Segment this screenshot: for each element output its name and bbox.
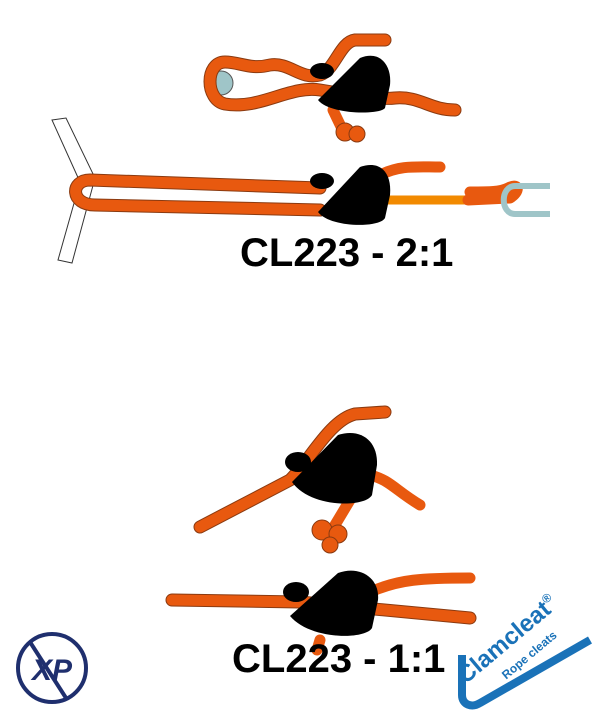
rope-tail <box>364 469 426 511</box>
cleat-diagram-bottom-1 <box>193 405 426 554</box>
xp-logo: XP <box>16 632 88 704</box>
stopper-knot <box>348 125 366 143</box>
diagram-label-2-1: CL223 - 2:1 <box>240 231 454 275</box>
rope <box>194 406 391 533</box>
rope-tail <box>311 634 326 656</box>
cleat-jaw <box>283 582 309 602</box>
cleat-diagram-top-1 <box>203 33 462 143</box>
cleat-diagram-bottom-2 <box>165 570 477 656</box>
cleat-body <box>290 570 379 636</box>
xp-logo-slash <box>28 640 68 700</box>
cleat-body <box>318 55 391 113</box>
cleat-jaw <box>310 173 334 189</box>
cleat-jaw <box>285 452 311 472</box>
rope-tail <box>369 572 476 596</box>
clamcleat-logo-mark <box>458 636 592 710</box>
cleat-jaw <box>310 63 334 79</box>
rope <box>70 174 326 216</box>
cleat-body <box>292 433 378 504</box>
diagram-label-1-1: CL223 - 1:1 <box>232 637 446 681</box>
rope <box>166 594 476 624</box>
rope-tail <box>329 494 356 531</box>
rope-tail <box>374 161 446 181</box>
xp-logo-ring <box>16 632 88 704</box>
shackle <box>500 183 550 217</box>
cleat-diagram-top-2 <box>51 117 550 264</box>
cleat-body <box>318 165 391 225</box>
xp-logo-text: XP <box>30 654 73 687</box>
stopper-knot <box>321 536 339 554</box>
